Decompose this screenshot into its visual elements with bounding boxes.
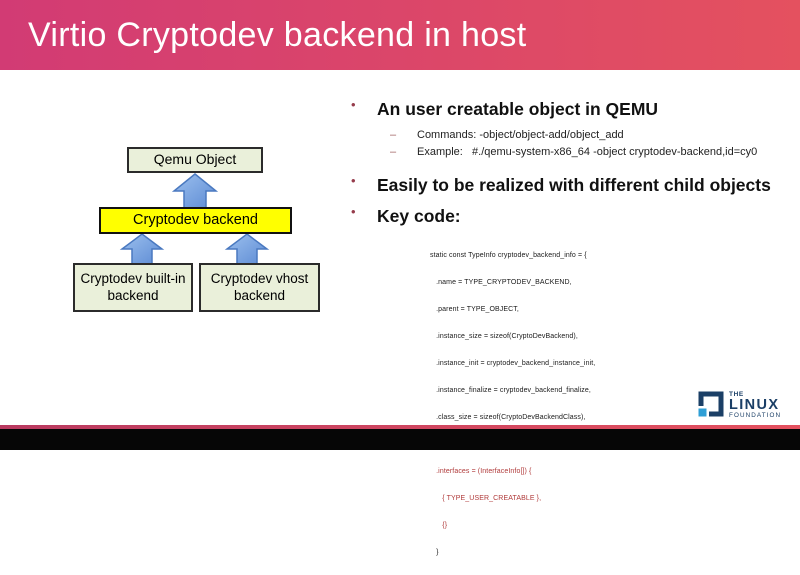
bullet-item-2-text: Easily to be realized with different chi… xyxy=(377,175,771,195)
bullet-dot-icon: • xyxy=(351,97,356,112)
code-line-highlighted: .interfaces = (InterfaceInfo[]) { xyxy=(430,468,532,475)
diagram-box-vhost-backend: Cryptodev vhost backend xyxy=(199,263,320,312)
sub-bullet-commands: – Commands: -object/object-add/object_ad… xyxy=(390,129,795,141)
sub-bullet-example-text: Example: #./qemu-system-x86_64 -object c… xyxy=(417,146,758,158)
diagram-box-builtin-backend: Cryptodev built-in backend xyxy=(73,263,193,312)
code-line-highlighted: { TYPE_USER_CREATABLE }, xyxy=(430,495,542,502)
up-arrow-icon xyxy=(224,233,270,265)
bullet-dot-icon: • xyxy=(351,204,356,219)
bullet-item-3: • Key code: xyxy=(345,202,795,231)
dash-icon: – xyxy=(390,129,397,141)
sub-bullet-commands-text: Commands: -object/object-add/object_add xyxy=(417,129,624,141)
code-line: .class_size = sizeof(CryptoDevBackendCla… xyxy=(430,414,586,421)
bullet-item-3-text: Key code: xyxy=(377,206,461,226)
code-line: .name = TYPE_CRYPTODEV_BACKEND, xyxy=(430,279,572,286)
bullet-dot-icon: • xyxy=(351,173,356,188)
diagram-box-qemu-object: Qemu Object xyxy=(127,147,263,173)
diagram-box-cryptodev-backend: Cryptodev backend xyxy=(99,207,292,234)
linux-foundation-wordmark: THE LINUX FOUNDATION xyxy=(729,390,781,420)
header-bar: Virtio Cryptodev backend in host xyxy=(0,0,800,70)
up-arrow-icon xyxy=(119,233,165,265)
bullet-item-1: • An user creatable object in QEMU xyxy=(345,95,795,124)
code-line: .parent = TYPE_OBJECT, xyxy=(430,306,519,313)
linux-foundation-icon xyxy=(697,391,724,418)
code-line-highlighted: {} xyxy=(430,522,448,529)
code-line: .instance_size = sizeof(CryptoDevBackend… xyxy=(430,333,578,340)
page-title: Virtio Cryptodev backend in host xyxy=(28,15,527,54)
dash-icon: – xyxy=(390,146,397,158)
slide: Virtio Cryptodev backend in host Qemu Ob… xyxy=(0,0,800,556)
bullet-item-2: • Easily to be realized with different c… xyxy=(345,171,795,200)
linux-foundation-logo: THE LINUX FOUNDATION xyxy=(697,390,781,420)
code-line: static const TypeInfo cryptodev_backend_… xyxy=(430,252,587,259)
code-line: .instance_init = cryptodev_backend_insta… xyxy=(430,360,596,367)
code-line: } xyxy=(430,549,439,556)
footer-accent-line xyxy=(0,425,800,429)
up-arrow-icon xyxy=(171,173,219,209)
logo-the: THE xyxy=(729,391,744,398)
logo-foundation: FOUNDATION xyxy=(729,412,782,419)
code-line: .instance_finalize = cryptodev_backend_f… xyxy=(430,387,591,394)
footer-black-bar xyxy=(0,429,800,450)
logo-linux: LINUX xyxy=(729,397,780,413)
bullet-item-1-text: An user creatable object in QEMU xyxy=(377,99,659,119)
sub-bullet-example: – Example: #./qemu-system-x86_64 -object… xyxy=(390,146,795,158)
bullet-list: • An user creatable object in QEMU – Com… xyxy=(345,90,795,575)
